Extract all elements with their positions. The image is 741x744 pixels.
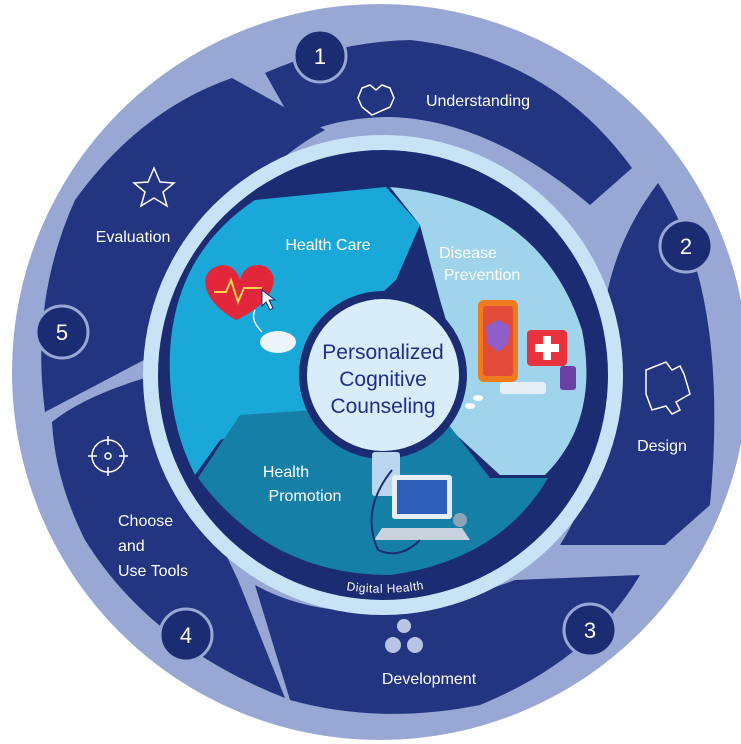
center-circle — [307, 299, 459, 451]
stage-label-design: Design — [637, 438, 687, 455]
inner-label-disease-line1: Disease — [439, 245, 497, 262]
center-title: Personalized Cognitive Counseling — [322, 341, 443, 418]
stage-label-tools-line1: Choose — [118, 513, 173, 530]
laptop-illustration — [370, 452, 470, 555]
badge-5-number: 5 — [56, 320, 68, 345]
inner-label-promotion-line1: Health — [263, 464, 309, 481]
inner-label-health-care: Health Care — [285, 237, 370, 254]
puzzle-icon — [645, 361, 691, 415]
badge-3[interactable]: 3 — [562, 602, 618, 658]
segment-development[interactable] — [255, 575, 640, 714]
badge-4-number: 4 — [180, 623, 192, 648]
segment-understanding[interactable] — [265, 40, 632, 205]
badge-2[interactable]: 2 — [658, 218, 714, 274]
stage-label-tools-line3: Use Tools — [118, 563, 188, 580]
heart-illustration — [205, 264, 296, 353]
target-icon — [88, 436, 128, 476]
stage-label-development: Development — [382, 671, 477, 688]
stage-label-evaluation: Evaluation — [96, 229, 171, 246]
stage-label-understanding: Understanding — [426, 93, 530, 110]
inner-label-promotion-line2: Promotion — [269, 488, 342, 505]
star-icon — [132, 166, 176, 208]
stage-label-tools-line2: and — [118, 538, 145, 555]
molecule-icon — [385, 619, 423, 653]
center-line-1: Personalized — [322, 341, 443, 364]
medicine-illustration — [465, 300, 576, 409]
center-line-2: Cognitive — [339, 368, 427, 391]
badge-1[interactable]: 1 — [292, 28, 348, 84]
inner-label-disease-line2: Prevention — [444, 267, 521, 284]
inner-health-care[interactable] — [169, 187, 420, 475]
badge-2-number: 2 — [680, 234, 692, 259]
badge-1-number: 1 — [314, 44, 326, 69]
digital-health-label: Digital Health — [346, 578, 425, 596]
badge-4[interactable]: 4 — [158, 607, 214, 663]
center-line-3: Counseling — [330, 395, 435, 418]
badge-5[interactable]: 5 — [34, 304, 90, 360]
heart-pixel-icon — [357, 84, 395, 116]
badge-3-number: 3 — [584, 618, 596, 643]
